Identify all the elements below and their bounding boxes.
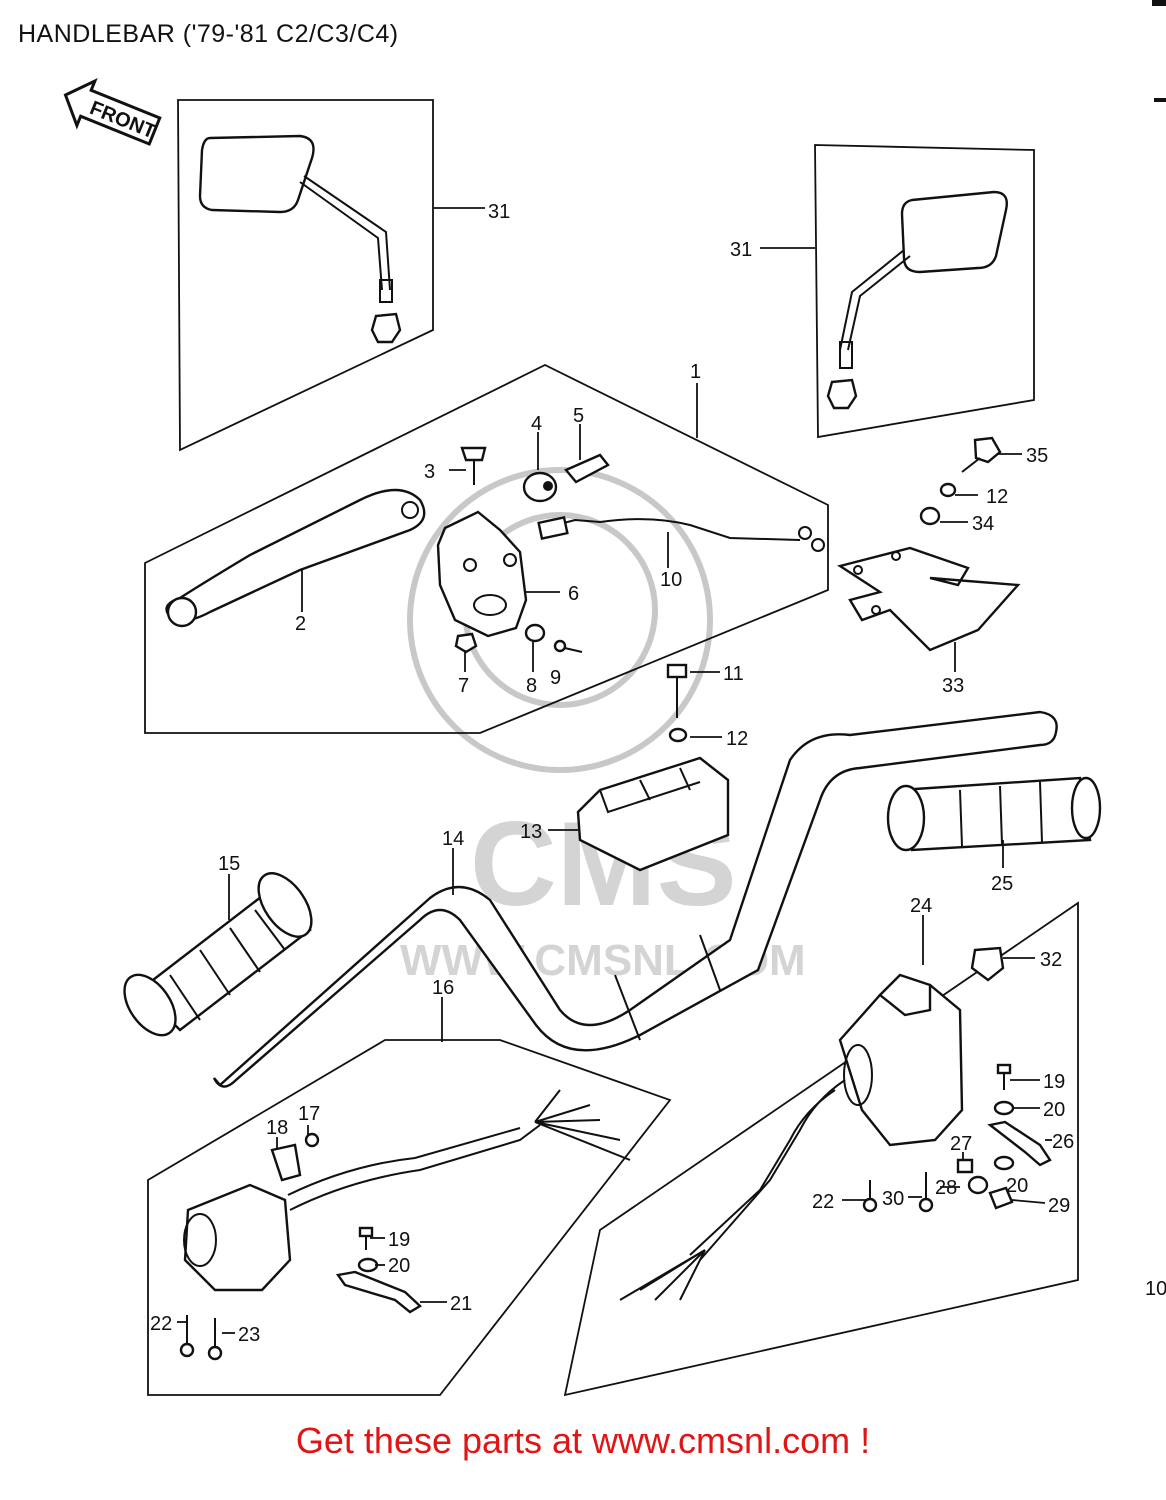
callout-12-upper: 12 <box>986 486 1008 508</box>
callout-20-left: 20 <box>388 1255 410 1277</box>
leader-lines <box>177 207 1052 1334</box>
callout-6: 6 <box>568 583 579 605</box>
callout-23: 23 <box>238 1324 260 1346</box>
callout-labels: 31 31 1 3 4 5 6 2 10 7 8 9 33 35 12 34 1… <box>150 201 1166 1346</box>
washer-34 <box>919 506 941 526</box>
callout-22-right: 22 <box>812 1191 834 1213</box>
callout-21: 21 <box>450 1293 472 1315</box>
callout-28: 28 <box>935 1177 957 1199</box>
edge-mark <box>1152 0 1166 6</box>
callout-3: 3 <box>424 461 435 483</box>
callout-34: 34 <box>972 513 994 535</box>
right-handlebar-switch <box>619 946 1005 1301</box>
right-mirror-panel <box>814 144 1035 439</box>
left-switch-small-parts <box>179 1226 422 1361</box>
callout-29: 29 <box>1048 1195 1070 1217</box>
right-mirror <box>826 190 1008 410</box>
callout-26: 26 <box>1052 1131 1074 1153</box>
edge-mark <box>1154 98 1166 102</box>
grip-15 <box>123 872 313 1037</box>
callout-15: 15 <box>218 853 240 875</box>
callout-16: 16 <box>432 977 454 999</box>
callout-17: 17 <box>298 1103 320 1125</box>
right-switch-small-parts <box>862 1063 1052 1213</box>
callout-12-lower: 12 <box>726 728 748 750</box>
callout-1: 1 <box>690 361 701 383</box>
callout-22-left: 22 <box>150 1313 172 1335</box>
clutch-lever <box>165 488 426 628</box>
callout-35: 35 <box>1026 445 1048 467</box>
callout-14: 14 <box>442 828 464 850</box>
callout-20-right-lower: 20 <box>1006 1175 1028 1197</box>
callout-11: 11 <box>723 663 744 685</box>
diagram-title: HANDLEBAR ('79-'81 C2/C3/C4) <box>18 20 399 48</box>
callout-24: 24 <box>910 895 932 917</box>
callout-30: 30 <box>882 1188 904 1210</box>
handlebar-14 <box>212 710 1058 1088</box>
left-switch-panel <box>147 1039 672 1396</box>
callout-8: 8 <box>526 675 537 697</box>
footer-link-text[interactable]: Get these parts at www.cmsnl.com ! <box>295 1420 871 1461</box>
clutch-switch-cable <box>537 516 825 552</box>
callout-33: 33 <box>942 675 964 697</box>
callout-19-left: 19 <box>388 1229 410 1251</box>
clutch-assembly-panel <box>144 363 829 734</box>
left-handlebar-switch <box>183 1089 631 1292</box>
callout-5: 5 <box>573 405 584 427</box>
callout-25: 25 <box>991 873 1013 895</box>
nut-12-upper <box>939 482 957 498</box>
nut-12-lower <box>668 727 688 743</box>
clutch-lever-holder <box>436 510 528 638</box>
left-mirror <box>198 134 402 344</box>
corner-code: 102 <box>1145 1278 1166 1300</box>
callout-4: 4 <box>531 413 542 435</box>
bolt-11 <box>666 663 688 718</box>
callout-7: 7 <box>458 675 469 697</box>
callout-32: 32 <box>1040 949 1062 971</box>
callout-9: 9 <box>550 667 561 689</box>
callout-31-right: 31 <box>730 239 752 261</box>
callout-19-right: 19 <box>1043 1071 1065 1093</box>
small-parts-clutch <box>454 446 610 654</box>
callout-27: 27 <box>950 1133 972 1155</box>
bracket-33 <box>837 546 1021 652</box>
grip-25 <box>886 776 1102 852</box>
front-arrow: FRONT <box>63 77 162 146</box>
callout-2: 2 <box>295 613 306 635</box>
bolt-35 <box>961 436 1002 473</box>
clamp-13 <box>576 756 730 872</box>
left-mirror-panel <box>177 99 434 452</box>
callout-20-right-upper: 20 <box>1043 1099 1065 1121</box>
callout-13: 13 <box>520 821 542 843</box>
callout-18: 18 <box>266 1117 288 1139</box>
callout-31-left: 31 <box>488 201 510 223</box>
callout-10: 10 <box>660 569 682 591</box>
